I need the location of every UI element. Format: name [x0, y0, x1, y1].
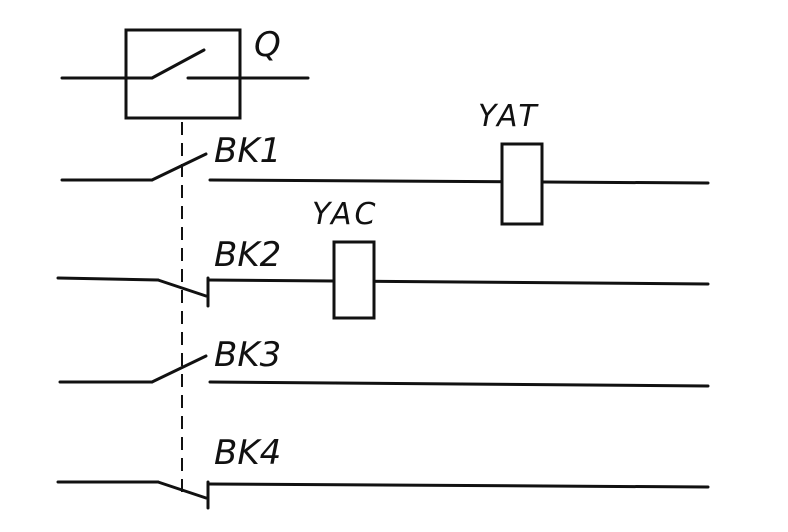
circuit-bk2: BK2 YAC — [56, 197, 710, 320]
bk2-label: BK2 — [214, 235, 281, 275]
bk2-wire-right — [206, 278, 710, 286]
breaker-label: Q — [254, 25, 281, 65]
breaker-contact-blade — [150, 48, 206, 80]
circuit-bk3: BK3 — [58, 335, 710, 388]
bk2-wire-left — [56, 276, 160, 282]
bk1-label: BK1 — [214, 131, 281, 171]
bk4-label: BK4 — [214, 433, 281, 473]
bk1-contact-blade — [150, 152, 208, 182]
bk2-contact-blade — [156, 278, 208, 298]
bk3-label: BK3 — [214, 335, 281, 375]
circuit-bk1: BK1 YAT — [60, 99, 710, 226]
trip-coil-label: YAT — [478, 99, 540, 134]
bk4-contact-blade — [156, 480, 208, 500]
circuit-bk4: BK4 — [56, 433, 710, 510]
close-coil-label: YAC — [312, 197, 378, 232]
breaker-housing — [124, 28, 242, 120]
close-coil-yac — [332, 240, 376, 320]
trip-coil-yat — [500, 142, 544, 226]
bk3-wire-right — [208, 380, 710, 388]
bk3-contact-blade — [150, 354, 208, 384]
bk1-wire-right — [208, 178, 710, 185]
bk4-wire-right — [206, 482, 710, 489]
breaker-q: Q — [60, 25, 310, 120]
